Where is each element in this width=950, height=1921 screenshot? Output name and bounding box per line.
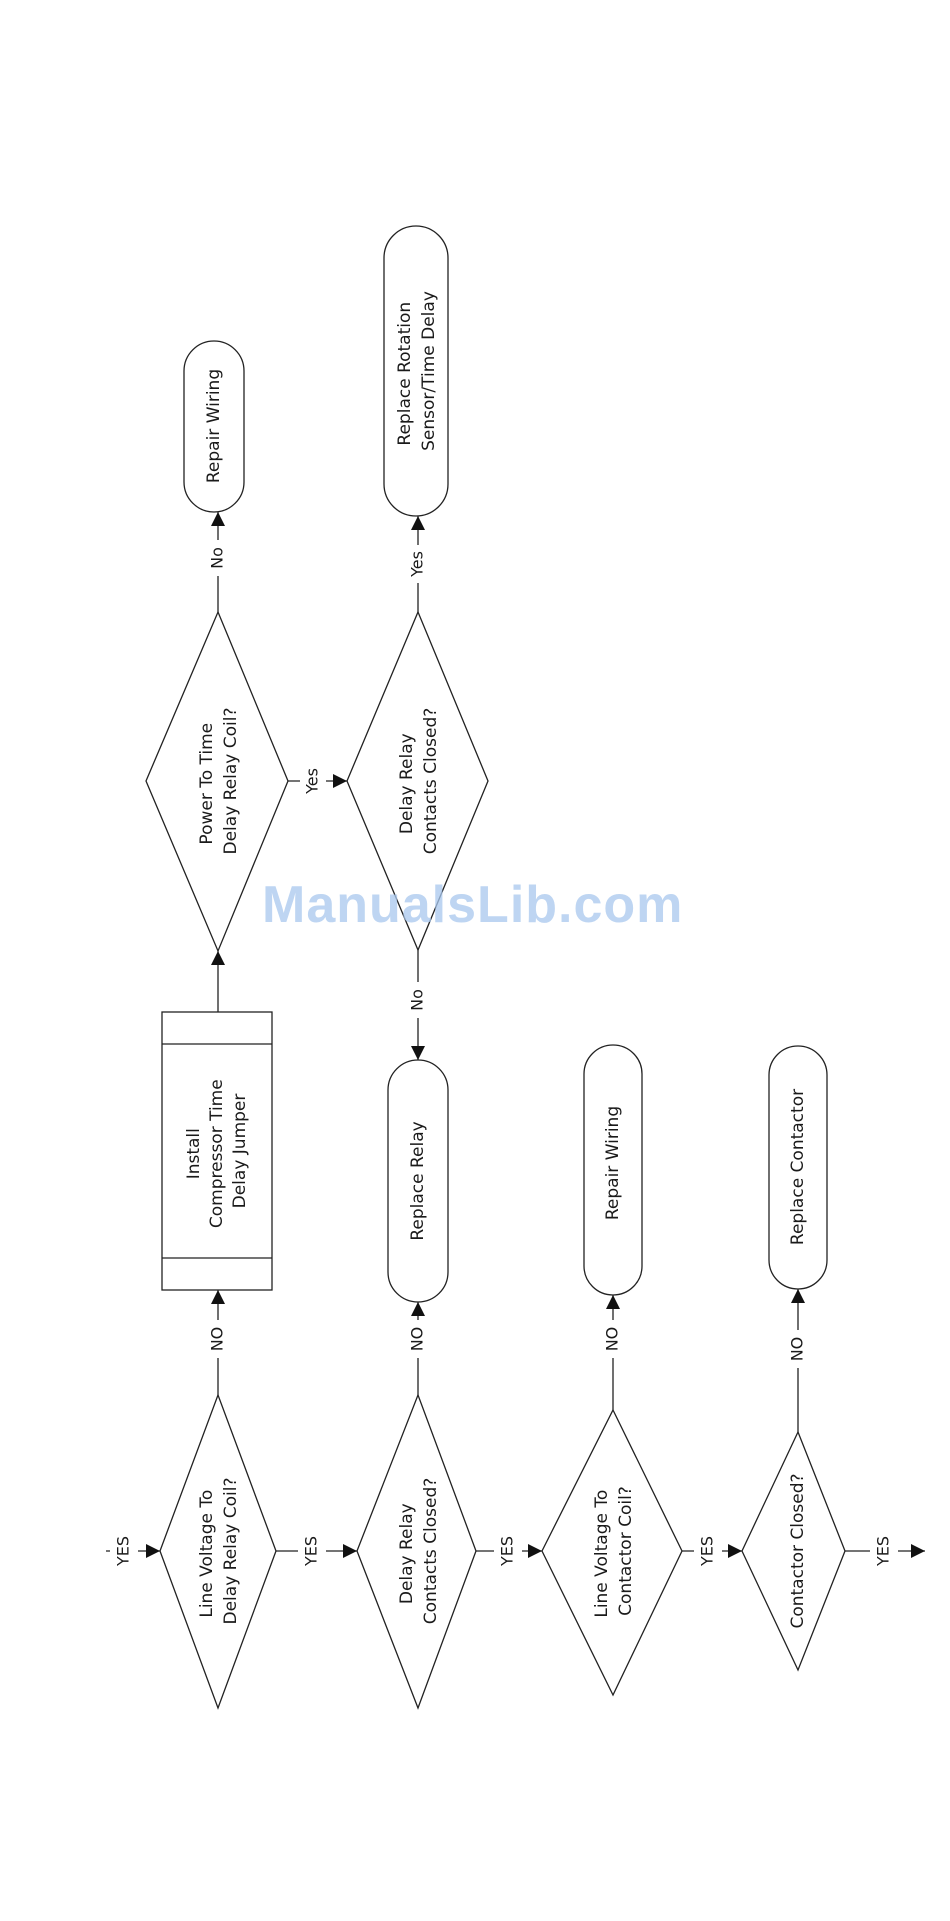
terminal-replace-relay-text: Replace Relay [408, 1121, 428, 1240]
label-power-no: No [208, 547, 227, 569]
process-install-jumper-text: Install Compressor Time Delay Jumper [184, 1074, 250, 1228]
terminal-repair-wiring-upper-text: Repair Wiring [204, 369, 224, 483]
label-d4-no: NO [788, 1337, 807, 1362]
terminal-replace-rotation-sensor [383, 225, 449, 517]
process-box [161, 1011, 273, 1291]
decision-line-voltage-delay-coil [159, 1393, 277, 1710]
decision-line-voltage-delay-coil-text: Line Voltage To Delay Relay Coil? [197, 1477, 241, 1624]
decisions: Line Voltage To Delay Relay Coil? Delay … [145, 610, 846, 1710]
decision-delay-contacts-closed-text: Delay Relay Contacts Closed? [397, 1478, 441, 1625]
decision-contactor-closed-text: Contactor Closed? [788, 1473, 808, 1628]
process-install-jumper: Install Compressor Time Delay Jumper [161, 1011, 273, 1291]
label-upper-no: No [408, 989, 427, 1011]
terminal-repair-wiring-lower [583, 1044, 643, 1296]
terminal-replace-contactor-text: Replace Contactor [788, 1089, 808, 1245]
label-upper-yes: Yes [408, 551, 427, 578]
label-power-yes: Yes [303, 768, 322, 795]
label-d3-yes: YES [698, 1536, 717, 1567]
decision-contactor-closed [741, 1430, 846, 1672]
decision-line-voltage-contactor-coil [541, 1408, 683, 1697]
terminal-replace-relay [387, 1059, 449, 1303]
decision-upper-contacts-closed-text: Delay Relay Contacts Closed? [397, 708, 441, 855]
label-d1-yes: YES [302, 1536, 321, 1567]
terminal-replace-rotation-sensor-text: Replace Rotation Sensor/Time Delay [395, 291, 439, 451]
edge-labels: YES YES YES YES YES NO NO NO NO Yes No Y… [110, 540, 898, 1572]
terminals: Replace Relay Repair Wiring Replace Cont… [183, 225, 828, 1303]
decision-power-to-time-delay-coil-text: Power To Time Delay Relay Coil? [197, 707, 241, 854]
decision-line-voltage-contactor-coil-text: Line Voltage To Contactor Coil? [592, 1484, 636, 1617]
label-d4-yes: YES [874, 1536, 893, 1567]
label-d2-no: NO [408, 1327, 427, 1352]
terminal-repair-wiring-upper [183, 340, 245, 513]
terminal-replace-contactor [768, 1045, 828, 1290]
label-d1-no: NO [208, 1327, 227, 1352]
decision-upper-contacts-closed [346, 610, 489, 952]
decision-power-to-time-delay-coil [145, 610, 289, 953]
label-d3-no: NO [603, 1327, 622, 1352]
terminal-repair-wiring-lower-text: Repair Wiring [603, 1106, 623, 1220]
label-d2-yes: YES [498, 1536, 517, 1567]
label-entry-yes: YES [114, 1536, 133, 1567]
decision-delay-contacts-closed [356, 1393, 477, 1710]
